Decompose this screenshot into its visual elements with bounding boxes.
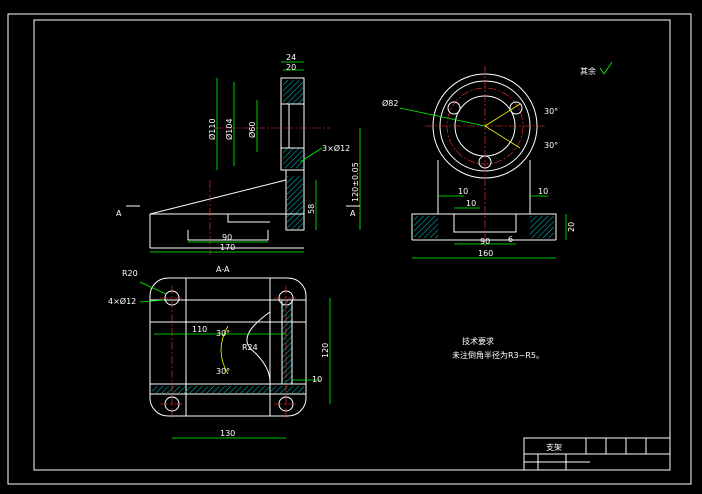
dim-front-6: 6 — [508, 235, 513, 244]
dim-side-height-120: 120±0.05 — [351, 162, 360, 202]
dim-section-angle-30-top: 30° — [216, 329, 230, 338]
dim-section-r24: R24 — [242, 343, 258, 352]
section-cut-left-label: A — [116, 209, 122, 218]
side-view — [126, 61, 361, 255]
dim-side-58: 58 — [307, 204, 316, 214]
inner-border — [33, 19, 671, 471]
title-block — [523, 437, 671, 471]
dim-section-130: 130 — [220, 429, 235, 438]
notes-line-1: 未注倒角半径为R3~R5。 — [452, 350, 544, 360]
dim-side-diameter-110: Ø110 — [207, 118, 217, 140]
dim-side-20: 20 — [286, 63, 296, 72]
dim-section-10: 10 — [312, 375, 322, 384]
roughness-note: 其余 — [580, 66, 596, 76]
dim-front-10-b: 10 — [466, 199, 476, 208]
roughness-symbol — [599, 61, 613, 75]
dim-section-r20: R20 — [122, 269, 138, 278]
notes-title: 技术要求 — [462, 336, 494, 346]
dim-side-170: 170 — [220, 243, 235, 252]
dim-side-90: 90 — [222, 233, 232, 242]
section-view — [139, 277, 331, 439]
dim-front-diameter-82: Ø82 — [382, 98, 398, 108]
dim-section-holes: 4×Ø12 — [108, 296, 136, 306]
dim-section-110: 110 — [192, 325, 207, 334]
dim-front-20: 20 — [567, 222, 576, 232]
front-view — [399, 66, 567, 259]
dim-side-holes: 3×Ø12 — [322, 143, 350, 153]
outer-border — [7, 13, 692, 485]
title-block-name: 支架 — [546, 442, 562, 452]
dim-front-160: 160 — [478, 249, 493, 258]
dim-front-10-a: 10 — [458, 187, 468, 196]
dim-section-angle-30-bottom: 30° — [216, 367, 230, 376]
dim-side-24: 24 — [286, 53, 296, 62]
dim-front-angle-30-bottom: 30° — [544, 141, 558, 150]
section-title: A-A — [216, 265, 230, 274]
dim-front-10-c: 10 — [538, 187, 548, 196]
dim-front-90: 90 — [480, 237, 490, 246]
dim-side-diameter-60: Ø60 — [247, 122, 257, 138]
section-cut-right-label: A — [350, 209, 356, 218]
dim-section-120: 120 — [321, 343, 330, 358]
dim-side-diameter-104: Ø104 — [224, 118, 234, 140]
dim-front-angle-30-top: 30° — [544, 107, 558, 116]
